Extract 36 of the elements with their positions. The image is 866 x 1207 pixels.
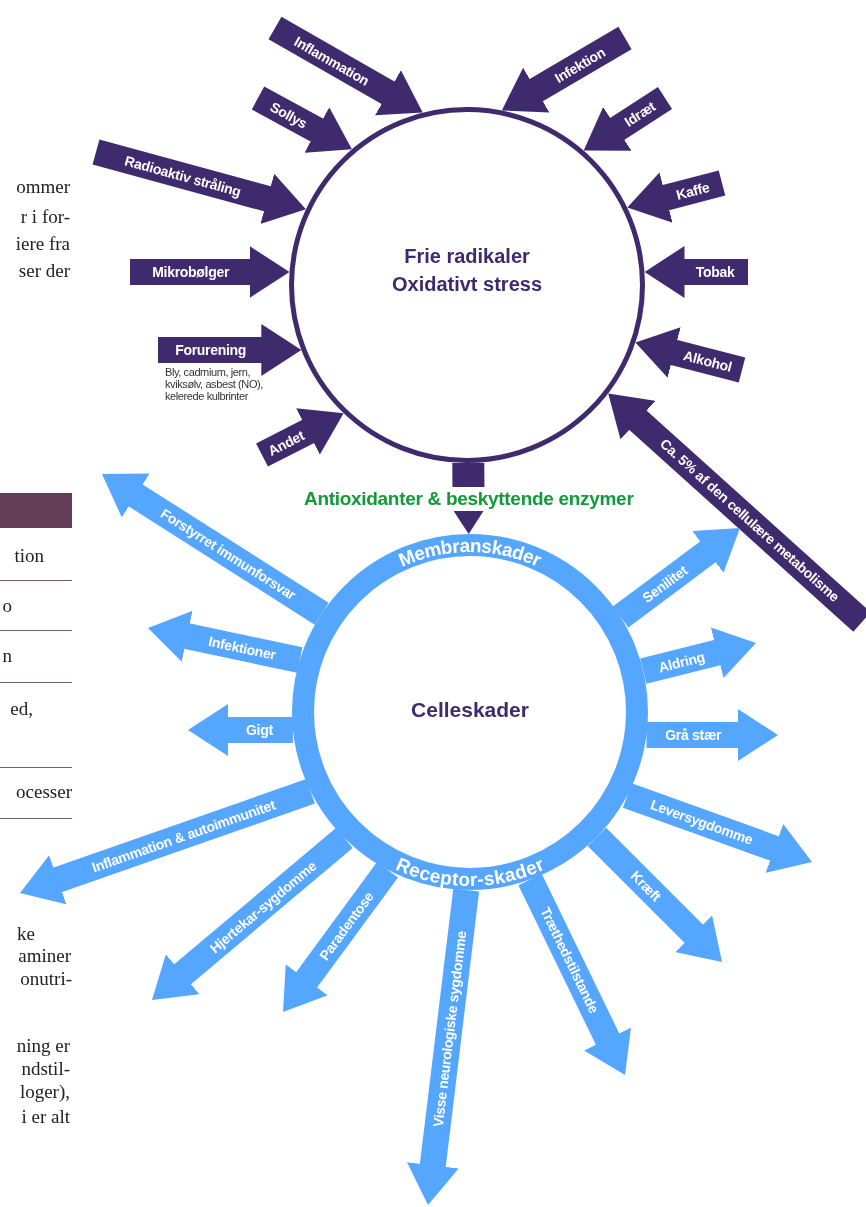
node-label: Oxidativt stress bbox=[390, 273, 544, 296]
text-fragment: ed, bbox=[10, 698, 33, 720]
text-fragment: n bbox=[2, 645, 12, 667]
edge-label: Alkohol bbox=[681, 347, 734, 375]
text-fragment: r i for- bbox=[20, 206, 70, 228]
text-fragment: aminer bbox=[18, 945, 71, 967]
text-fragment: i er alt bbox=[21, 1106, 70, 1128]
text-fragment: loger), bbox=[19, 1081, 70, 1103]
text-fragment: ommer bbox=[16, 176, 70, 198]
block-arrow bbox=[158, 324, 302, 376]
edge-label: Mikrobølger bbox=[152, 264, 230, 280]
edge-label: Kaffe bbox=[674, 178, 711, 203]
edge-label: Forurening bbox=[175, 342, 247, 358]
node-label: Celleskader bbox=[410, 698, 530, 722]
edge-label: Tobak bbox=[695, 264, 735, 280]
edge-label: Grå stær bbox=[665, 727, 722, 743]
text-fragment: ning er bbox=[16, 1035, 70, 1057]
text-fragment: tion bbox=[14, 545, 44, 567]
edge-label: Gigt bbox=[245, 722, 273, 738]
block-arrow bbox=[407, 888, 480, 1207]
block-arrow bbox=[130, 246, 290, 298]
note-text: Bly, cadmium, jern, kviksølv, asbest (NO), kelerede kulbrinter bbox=[165, 366, 264, 402]
block-arrow bbox=[644, 246, 748, 298]
text-fragment: ndstil- bbox=[21, 1058, 70, 1080]
node-label: Frie radikaler bbox=[403, 245, 531, 268]
block-arrow bbox=[188, 704, 293, 756]
text-fragment: onutri- bbox=[20, 968, 72, 990]
text-fragment: o bbox=[2, 595, 12, 617]
edge-label: Aldring bbox=[656, 648, 706, 676]
edge-label: Visse neurologiske sygdomme bbox=[429, 929, 470, 1128]
block-arrow bbox=[646, 709, 778, 761]
text-fragment: iere fra bbox=[15, 233, 70, 255]
text-fragment: ocesser bbox=[16, 781, 72, 803]
edge-label: Infektioner bbox=[207, 633, 278, 663]
text-fragment: ke bbox=[17, 923, 35, 945]
text-fragment: ser der bbox=[18, 260, 70, 282]
